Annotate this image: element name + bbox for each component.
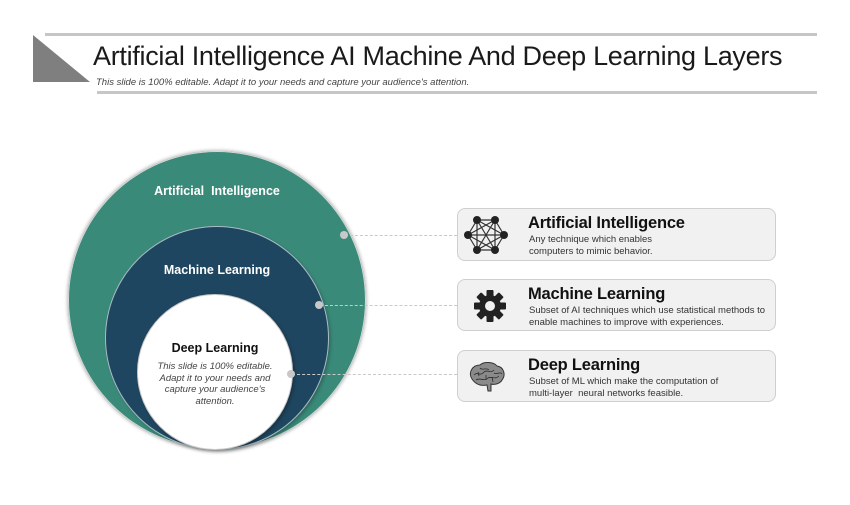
page-title: Artificial Intelligence AI Machine And D… [93,41,783,71]
card-title: Deep Learning [528,356,641,374]
gear-icon [464,286,508,326]
dl-ring-label: Deep Learning [171,341,259,355]
card-title: Machine Learning [528,285,666,303]
neural-network-icon [464,215,508,255]
header-top-rule [45,33,817,36]
connector-dl [292,374,457,375]
ml-ring-label: Machine Learning [163,263,271,277]
card-description: Any technique which enables computers to… [529,234,653,257]
card-artificial-intelligence: Artificial Intelligence Any technique wh… [457,208,776,261]
card-title: Artificial Intelligence [528,214,685,232]
brain-icon [464,357,508,397]
header-triangle-decoration [33,35,90,82]
card-machine-learning: Machine Learning Subset of AI techniques… [457,279,776,331]
connector-dot-dl [287,370,295,378]
card-description: Subset of AI techniques which use statis… [529,305,766,328]
connector-dot-ai [340,231,348,239]
ai-ring-label: Artificial Intelligence [154,184,280,198]
dl-ring-description: This slide is 100% editable. Adapt it to… [157,361,273,407]
connector-dot-ml [315,301,323,309]
header-bottom-rule [97,91,817,94]
card-description: Subset of ML which make the computation … [529,376,721,399]
page-subtitle: This slide is 100% editable. Adapt it to… [96,77,470,88]
dl-ring [138,295,292,449]
card-deep-learning: Deep Learning Subset of ML which make th… [457,350,776,402]
connector-ml [320,305,457,306]
connector-ai [345,235,457,236]
